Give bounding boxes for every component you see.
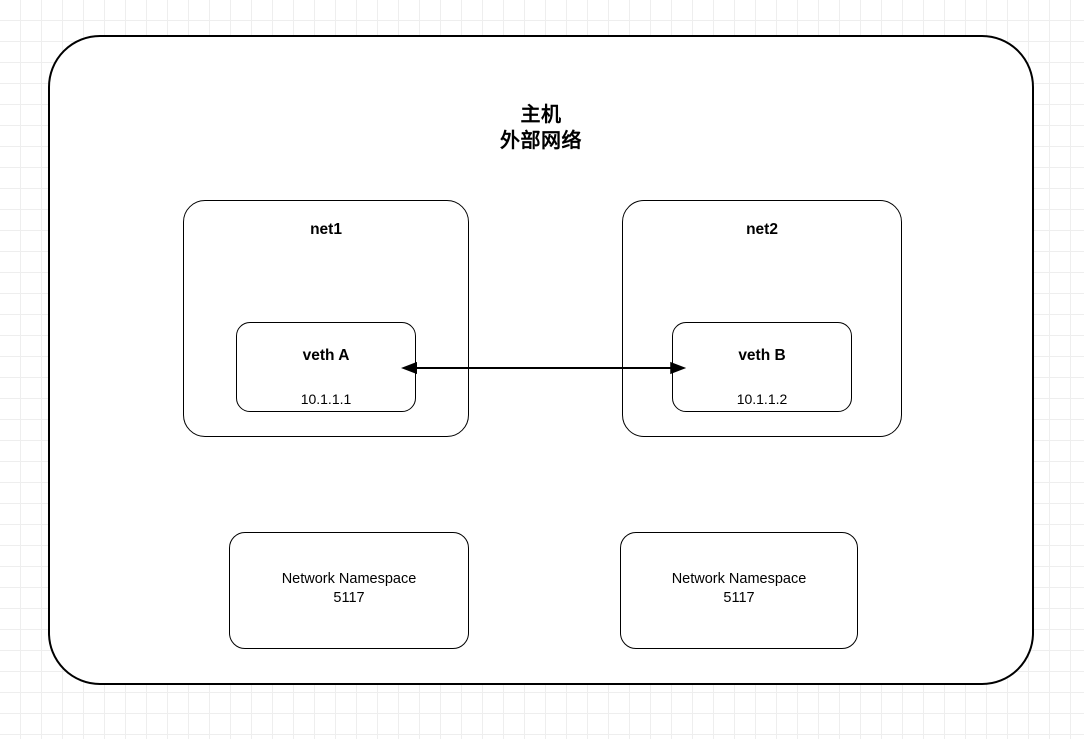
veth-a-box (236, 322, 416, 412)
veth-a-name-label: veth A (302, 347, 350, 364)
net2-title: net2 (746, 221, 778, 238)
host-title: 主机 外部网络 (500, 104, 582, 153)
veth-b-ip-label: 10.1.1.2 (736, 391, 788, 407)
network-namespace-label-right: Network Namespace 5117 (671, 571, 807, 607)
network-namespace-box-left (229, 532, 469, 649)
veth-a-ip-label: 10.1.1.1 (300, 391, 352, 407)
network-namespace-label-left: Network Namespace 5117 (281, 571, 417, 607)
veth-b-box (672, 322, 852, 412)
network-namespace-box-right (620, 532, 858, 649)
veth-b-name-label: veth B (738, 347, 786, 364)
net1-title: net1 (310, 221, 342, 238)
